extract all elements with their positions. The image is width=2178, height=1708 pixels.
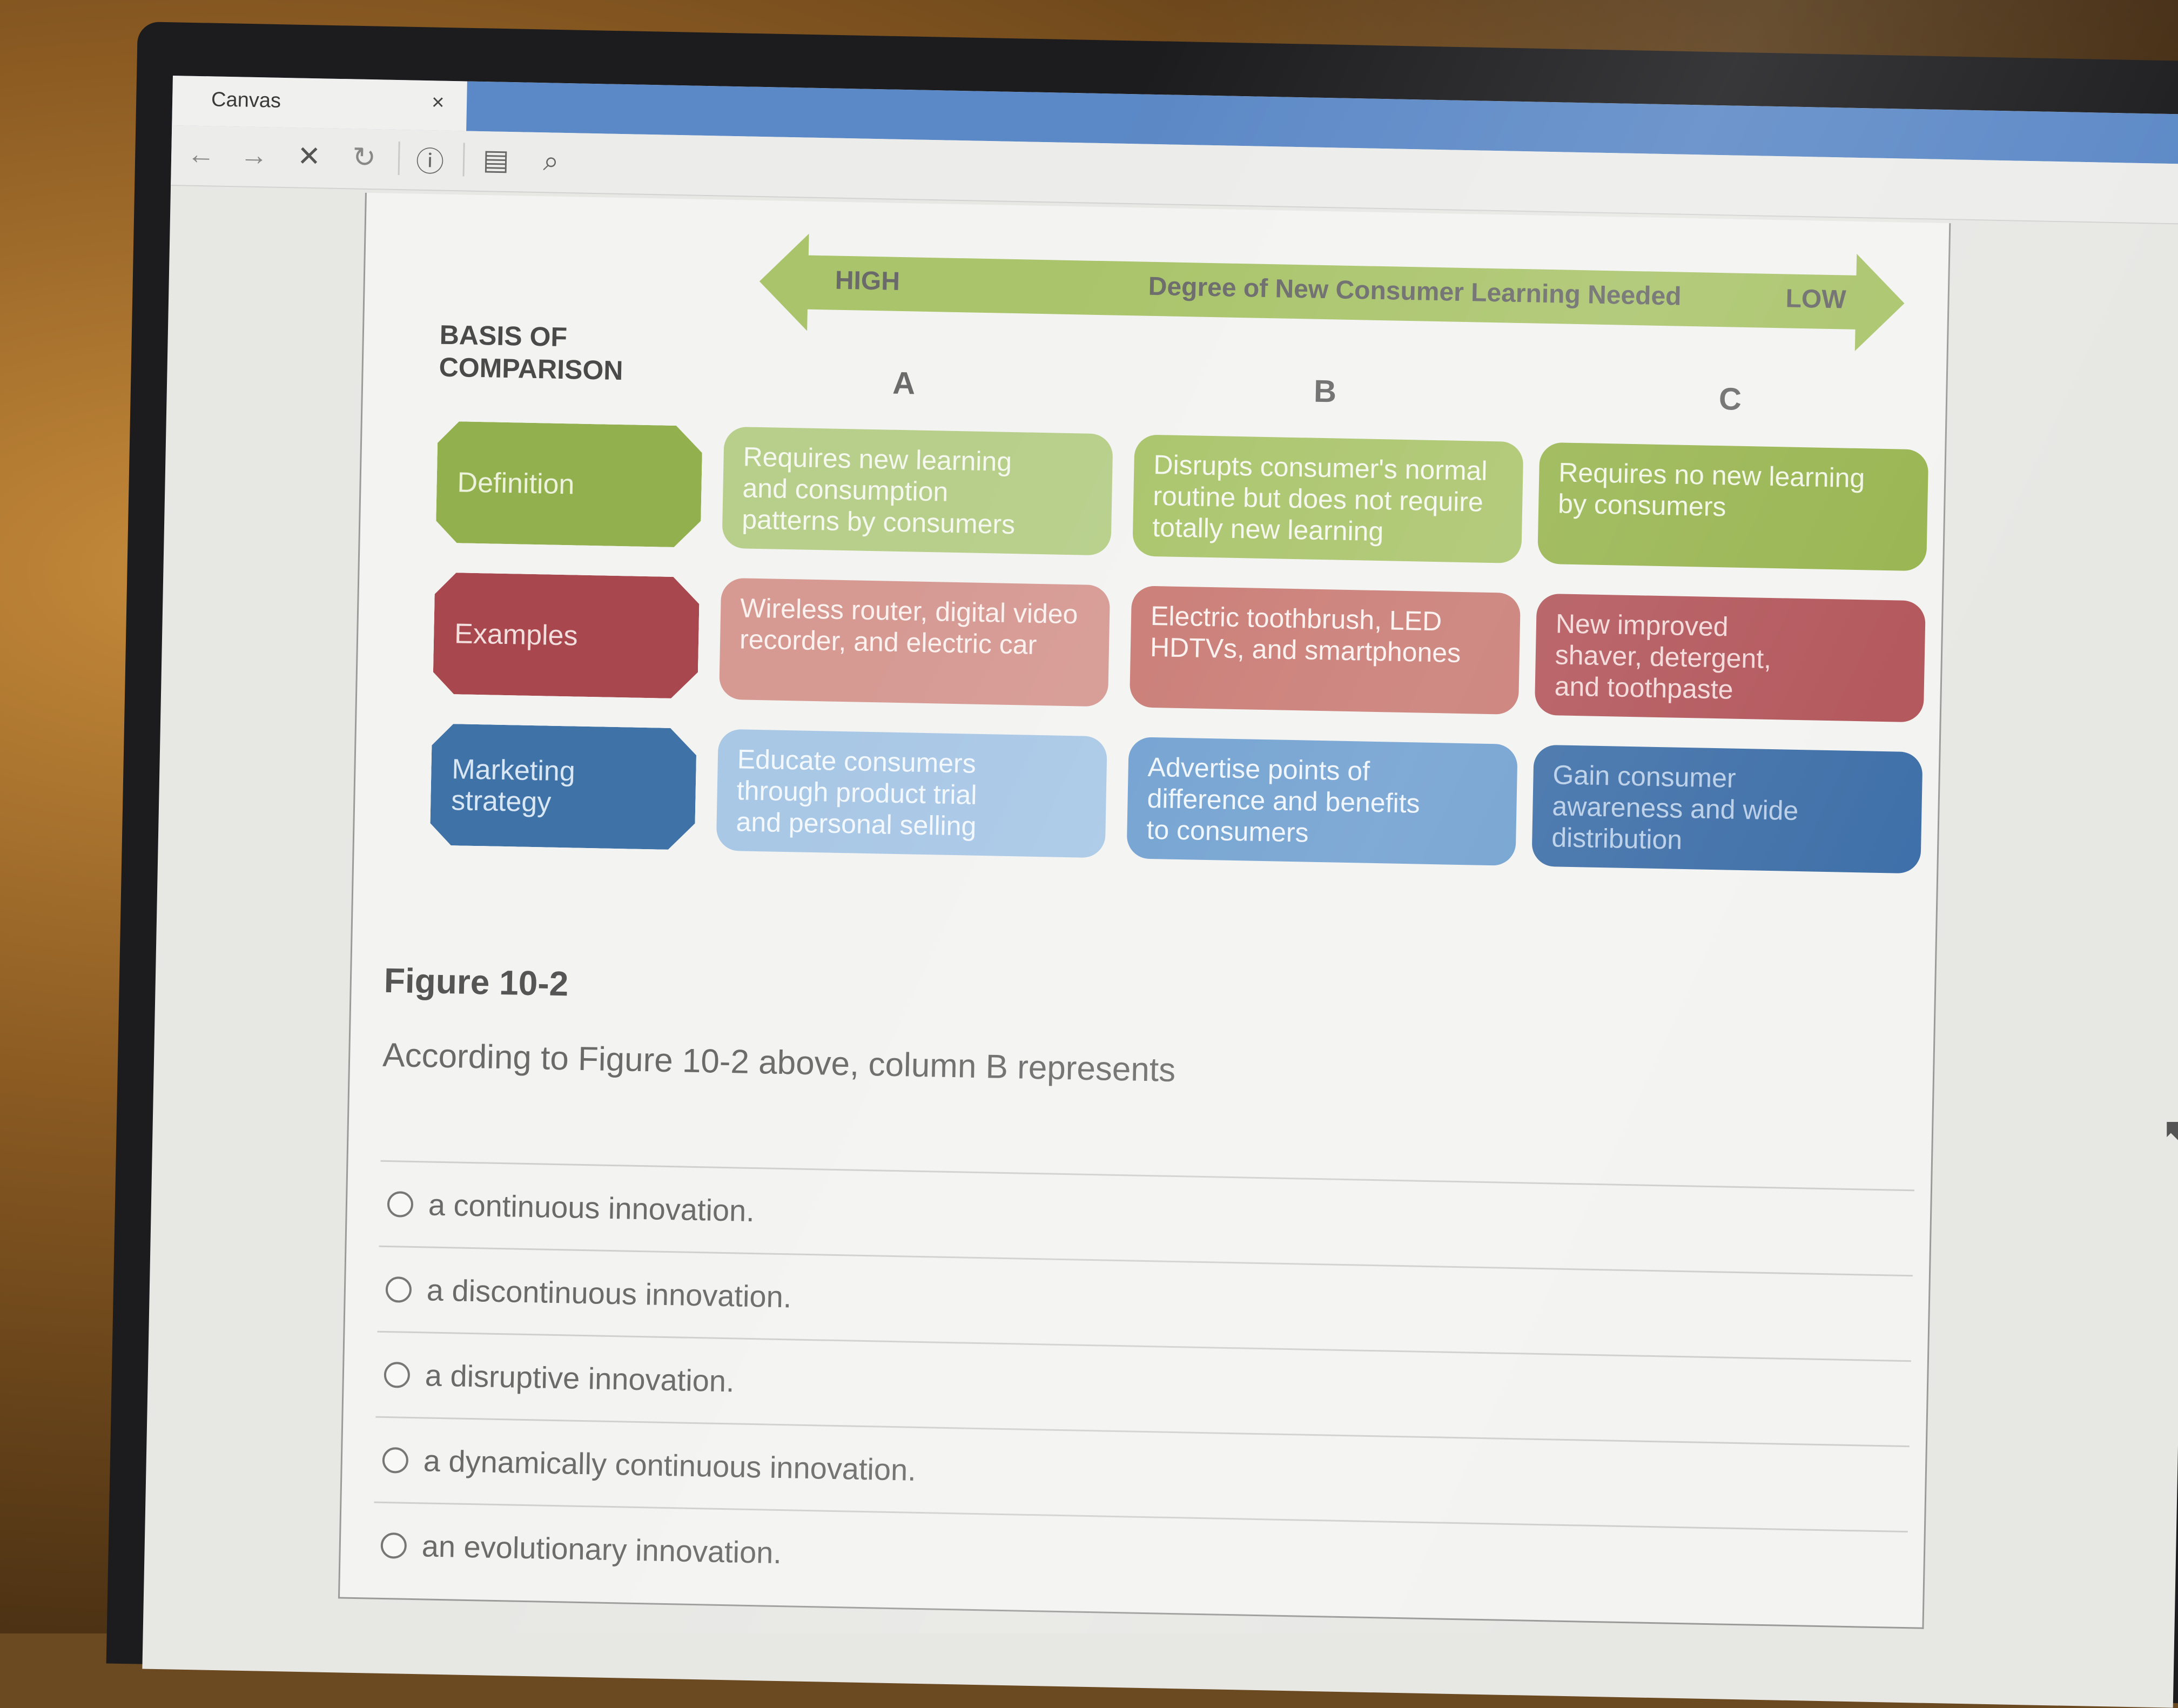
toolbar-divider xyxy=(462,143,465,177)
answer-options: a continuous innovation. a discontinuous… xyxy=(372,1160,1915,1617)
stop-icon[interactable]: ✕ xyxy=(297,140,321,173)
forward-arrow-icon[interactable]: → xyxy=(239,139,268,172)
column-b-header: B xyxy=(1313,373,1337,409)
cell-line: patterns by consumers xyxy=(741,504,1016,540)
question-text: According to Figure 10-2 above, column B… xyxy=(382,1036,1176,1089)
axis-high-label: HIGH xyxy=(835,266,900,296)
row-label-marketing-strategy: Marketing strategy xyxy=(430,723,697,850)
tab-title: Canvas xyxy=(211,88,281,112)
cell-definition-a: Requires new learning and consumption pa… xyxy=(722,426,1113,556)
info-icon[interactable]: ⓘ xyxy=(415,146,445,178)
toolbar-divider xyxy=(398,142,400,176)
cell-examples-c: New improved shaver, detergent, and toot… xyxy=(1534,593,1926,723)
answer-text: an evolutionary innovation. xyxy=(421,1529,782,1570)
cell-line: and personal selling xyxy=(736,806,977,842)
row-label-line: strategy xyxy=(451,784,552,818)
cell-examples-b: Electric toothbrush, LED HDTVs, and smar… xyxy=(1129,586,1521,715)
arrow-shape xyxy=(759,233,1905,351)
browser-window: Canvas × ← → ✕ ↻ ⓘ ▤ ⌕ HIGH Degree of Ne… xyxy=(142,76,2178,1708)
quiz-question-panel: HIGH Degree of New Consumer Learning Nee… xyxy=(338,192,1951,1629)
row-label-line: Marketing xyxy=(451,753,576,788)
mouse-cursor-icon: ⬉ xyxy=(2161,1107,2178,1158)
radio-button[interactable] xyxy=(380,1532,407,1559)
row-label-examples: Examples xyxy=(433,572,700,698)
search-icon[interactable]: ⌕ xyxy=(542,145,560,177)
basis-of-comparison-label: BASIS OF COMPARISON xyxy=(439,319,667,388)
cell-marketing-c: Gain consumer awareness and wide distrib… xyxy=(1531,744,1923,874)
answer-text: a dynamically continuous innovation. xyxy=(423,1443,917,1487)
axis-low-label: LOW xyxy=(1785,284,1847,314)
row-label-definition: Definition xyxy=(435,421,702,548)
cell-line: distribution xyxy=(1551,822,1683,855)
answer-text: a continuous innovation. xyxy=(428,1187,755,1228)
cell-definition-c: Requires no new learning by consumers xyxy=(1537,442,1929,571)
reload-icon[interactable]: ↻ xyxy=(352,142,377,174)
tab-close-icon[interactable]: × xyxy=(431,90,445,115)
cell-line: HDTVs, and smartphones xyxy=(1150,631,1461,668)
radio-button[interactable] xyxy=(384,1361,411,1388)
learning-degree-arrow xyxy=(759,233,1905,351)
cell-definition-b: Disrupts consumer's normal routine but d… xyxy=(1132,434,1524,564)
back-arrow-icon[interactable]: ← xyxy=(186,138,216,171)
basis-line-2: COMPARISON xyxy=(439,352,623,386)
figure-caption: Figure 10-2 xyxy=(384,960,569,1004)
radio-button[interactable] xyxy=(387,1191,414,1218)
radio-button[interactable] xyxy=(385,1276,412,1303)
basis-line-1: BASIS OF xyxy=(439,319,568,353)
browser-tab[interactable]: Canvas × xyxy=(172,76,467,131)
radio-button[interactable] xyxy=(382,1447,409,1474)
cell-line: and toothpaste xyxy=(1554,671,1734,705)
column-c-header: C xyxy=(1718,381,1742,417)
cell-marketing-b: Advertise points of difference and benef… xyxy=(1126,737,1518,866)
document-icon[interactable]: ▤ xyxy=(482,144,510,176)
answer-text: a disruptive innovation. xyxy=(425,1358,735,1398)
column-a-header: A xyxy=(892,365,916,401)
cell-line: to consumers xyxy=(1146,814,1309,848)
figure-10-2: HIGH Degree of New Consumer Learning Nee… xyxy=(407,194,1929,935)
cell-examples-a: Wireless router, digital video recorder,… xyxy=(719,577,1111,707)
answer-text: a discontinuous innovation. xyxy=(426,1273,792,1314)
cell-marketing-a: Educate consumers through product trial … xyxy=(716,729,1107,858)
